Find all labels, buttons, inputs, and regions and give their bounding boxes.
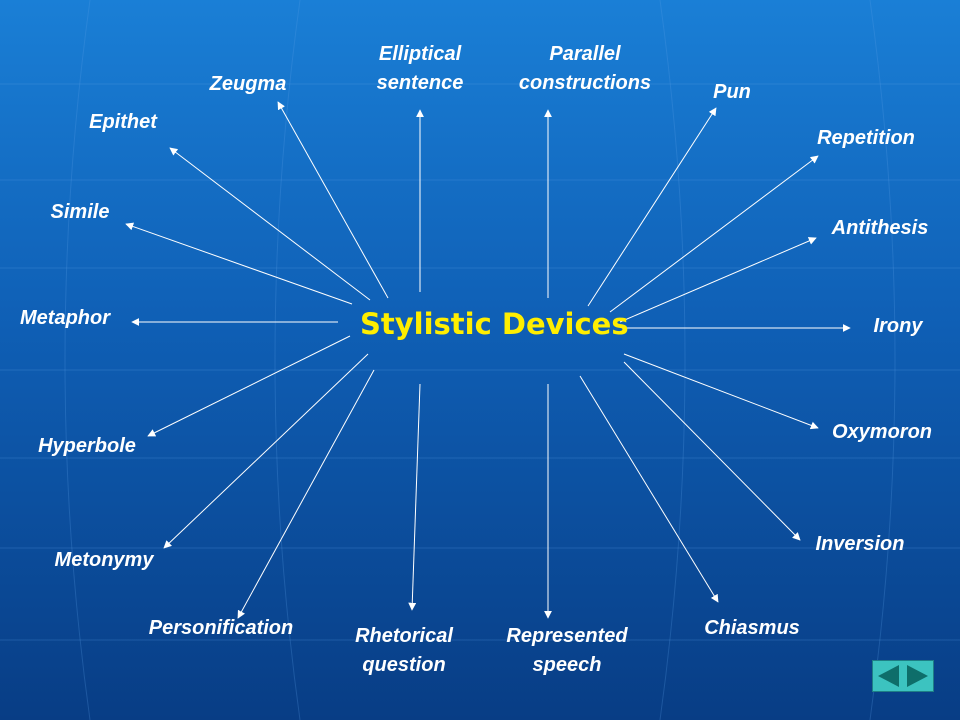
- label-inversion: Inversion: [815, 533, 905, 555]
- arrow-zeugma: [277, 101, 389, 299]
- label-metonymy: Metonymy: [54, 549, 154, 571]
- label-epithet: Epithet: [89, 111, 157, 133]
- label-zeugma: Zeugma: [209, 73, 287, 95]
- label-hyperbole: Hyperbole: [38, 435, 136, 457]
- center-label: Stylistic Devices: [360, 307, 629, 341]
- label-repetition: Repetition: [817, 127, 915, 149]
- arrow-pun: [587, 107, 717, 307]
- arrow-hyperbole: [147, 335, 351, 437]
- arrow-personification: [237, 369, 375, 619]
- label-irony: Irony: [873, 315, 923, 337]
- forward-button[interactable]: [904, 663, 932, 689]
- arrow-antithesis: [619, 237, 817, 323]
- navigation-buttons: [872, 660, 934, 692]
- label-metaphor: Metaphor: [20, 307, 110, 329]
- arrow-chiasmus: [579, 375, 719, 603]
- label-antithesis: Antithesis: [831, 217, 929, 239]
- arrow-metonymy: [163, 353, 369, 549]
- arrow-rhetorical-question: [408, 383, 421, 611]
- arrow-repetition: [609, 155, 819, 313]
- triangle-left-icon: [878, 665, 899, 687]
- arrow-simile: [125, 222, 353, 305]
- label-pun: Pun: [713, 81, 751, 103]
- label-chiasmus: Chiasmus: [704, 617, 800, 639]
- triangle-right-icon: [907, 665, 928, 687]
- label-personification: Personification: [148, 617, 294, 639]
- label-simile: Simile: [50, 201, 110, 223]
- label-oxymoron: Oxymoron: [831, 421, 933, 443]
- arrow-epithet: [169, 147, 371, 301]
- arrow-oxymoron: [623, 353, 819, 430]
- back-button[interactable]: [875, 663, 903, 689]
- arrow-inversion: [623, 361, 801, 541]
